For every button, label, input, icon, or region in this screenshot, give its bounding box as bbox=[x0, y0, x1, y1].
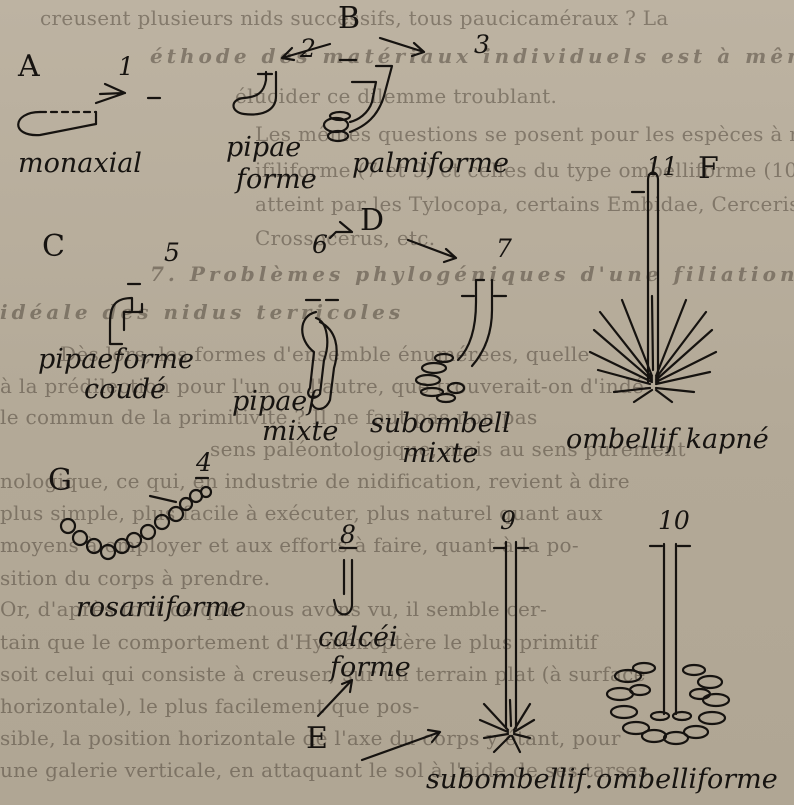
group-d-arrows bbox=[330, 222, 456, 262]
group-label-e: E bbox=[306, 724, 328, 754]
label-pipaeforme-coude-line1: pipaeforme bbox=[38, 346, 194, 373]
label-subombell-mixte-line2: mixte bbox=[402, 440, 478, 467]
nest-number-11: 11 bbox=[646, 154, 678, 179]
label-pipaef-mixte-line2: mixte bbox=[262, 418, 338, 445]
label-palmiforme: palmiforme bbox=[352, 150, 509, 177]
nest-11-ombellif-kapne bbox=[590, 173, 716, 403]
label-ombellif-kapne: ombellif kapné bbox=[566, 426, 769, 453]
label-pipaeforme-coude-line2: coudé bbox=[84, 376, 166, 403]
group-label-a: A bbox=[18, 52, 40, 82]
nest-8-calceiforme bbox=[334, 548, 356, 614]
label-pipaeforme-line2: forme bbox=[236, 166, 317, 193]
label-pipaeforme-line1: pipae bbox=[226, 134, 301, 161]
label-subombell-mixte-line1: subombell bbox=[370, 410, 511, 437]
nest-5-pipaeforme-coude bbox=[110, 284, 142, 344]
nest-7-subombell-mixte bbox=[416, 280, 506, 402]
group-label-c: C bbox=[42, 232, 65, 262]
label-pipaef-mixte-line1: pipaef bbox=[232, 388, 317, 415]
nest-number-10: 10 bbox=[658, 508, 690, 533]
nest-number-8: 8 bbox=[340, 522, 356, 547]
nest-2-pipaeforme bbox=[234, 72, 277, 114]
nest-number-9: 9 bbox=[500, 508, 516, 533]
nest-1-monaxial bbox=[18, 84, 160, 135]
nest-number-5: 5 bbox=[164, 240, 180, 265]
group-label-f: F bbox=[698, 154, 719, 184]
nest-3-palmiforme bbox=[324, 60, 392, 141]
nest-number-7: 7 bbox=[496, 236, 512, 261]
group-label-d: D bbox=[360, 206, 384, 236]
nest-number-6: 6 bbox=[312, 232, 328, 257]
nest-4-rosariiforme bbox=[61, 478, 211, 559]
nest-10-ombelliforme bbox=[607, 544, 729, 744]
nest-number-2: 2 bbox=[300, 36, 316, 61]
group-label-b: B bbox=[338, 4, 360, 34]
label-rosariiforme: rosariiforme bbox=[76, 594, 246, 621]
nest-number-4: 4 bbox=[196, 450, 212, 475]
group-label-g: G bbox=[48, 466, 72, 496]
nest-number-1: 1 bbox=[118, 54, 134, 79]
label-monaxial: monaxial bbox=[18, 150, 142, 177]
label-ombelliforme: ombelliforme bbox=[596, 766, 778, 793]
label-calceiforme-line1: calcéi bbox=[318, 624, 398, 651]
group-e-arrows bbox=[318, 680, 440, 760]
label-subombellif: subombellif. bbox=[426, 766, 593, 793]
nest-number-3: 3 bbox=[474, 32, 490, 57]
nest-9-subombellif bbox=[480, 542, 534, 752]
label-calceiforme-line2: forme bbox=[330, 654, 411, 681]
